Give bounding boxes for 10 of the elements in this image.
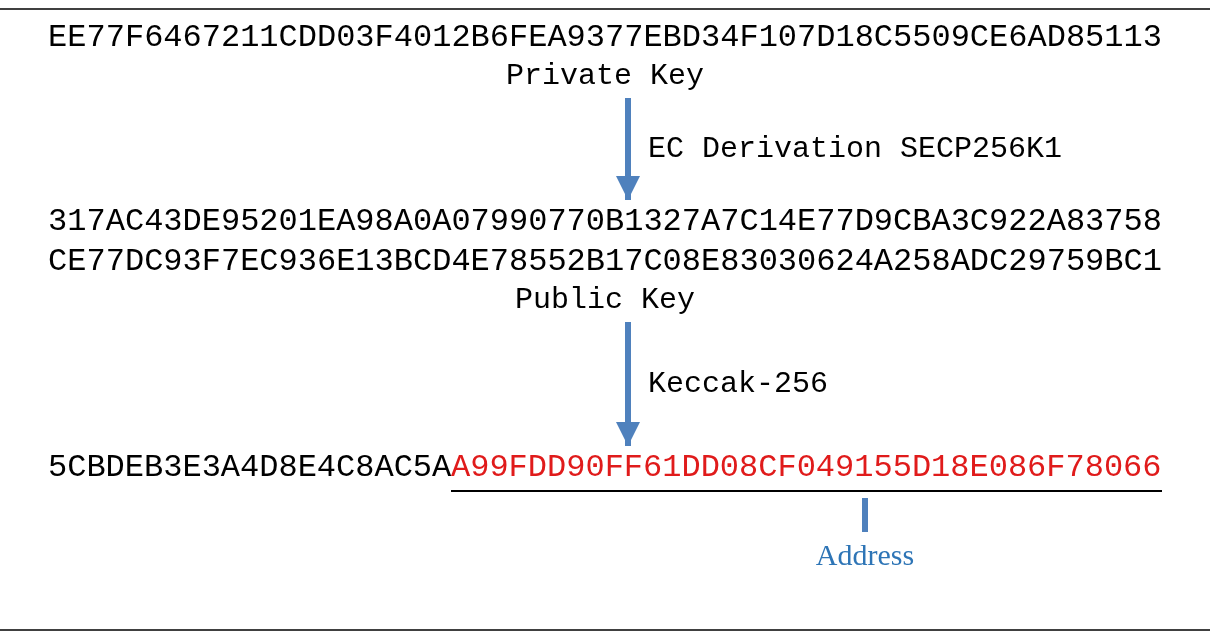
address-text: A99FDD90FF61DD08CF049155D18E086F78066 [451,448,1162,492]
hex-key-text: EE77F6467211CDD03F4012B6FEA9377EBD34F107D18C5509CE6AD85113 [48,18,1162,58]
leader-line [862,498,868,532]
hex-key-text: 317AC43DE95201EA98A0A07990770B1327A7C14E77D9CBA3C922A83758 CE77DC93F7EC936E13BCD4E78552B17C08E83030624A258ADC29759BC1 [48,202,1162,282]
arrow [616,322,640,446]
key-caption: Public Key [514,282,696,318]
hash-text: 5CBDEB3E3A4D8E4C8AC5A [48,448,452,488]
address-caption: Address [715,538,1015,572]
key-caption: Private Key [504,58,705,94]
arrow [616,98,640,200]
